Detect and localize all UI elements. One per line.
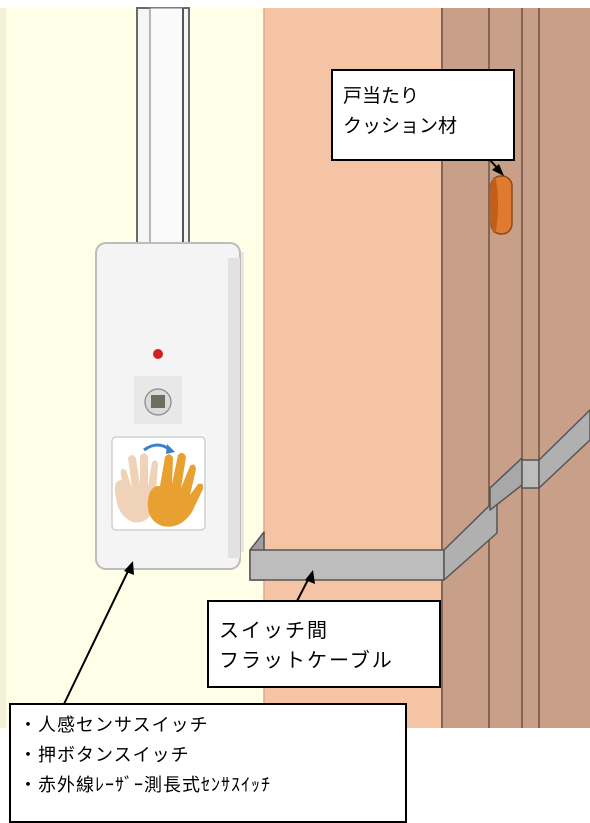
door-frame [441,8,590,728]
switch-device [95,242,244,570]
leader-switch [63,561,134,705]
door-cushion [490,175,513,235]
flat-cable [249,409,590,581]
callout-switch-types: ・人感センサスイッチ ・押ボタンスイッチ ・赤外線ﾚｰｻﾞｰ測長式ｾﾝｻｽｲｯﾁ [9,703,407,823]
hand-icon-light [114,453,158,523]
callout-door-cushion-line-2: クッション材 [343,115,458,137]
callout-switch-type-2: ・押ボタンスイッチ [19,745,190,766]
callout-door-cushion-line-1: 戸当たり [343,85,420,107]
callout-flat-cable-line-1: スイッチ間 [219,618,329,642]
leader-cable [295,570,315,604]
indicator-led [153,349,163,359]
callout-switch-type-3: ・赤外線ﾚｰｻﾞｰ測長式ｾﾝｻｽｲｯﾁ [19,775,271,796]
callout-switch-type-1: ・人感センサスイッチ [19,715,209,736]
hand-icon-orange [147,452,204,527]
callout-flat-cable-line-2: フラットケーブル [219,648,394,672]
callout-flat-cable: スイッチ間 フラットケーブル [207,600,441,688]
callout-door-cushion: 戸当たり クッション材 [331,69,515,161]
door-jamb [136,7,190,255]
wall-shadow [0,8,6,728]
